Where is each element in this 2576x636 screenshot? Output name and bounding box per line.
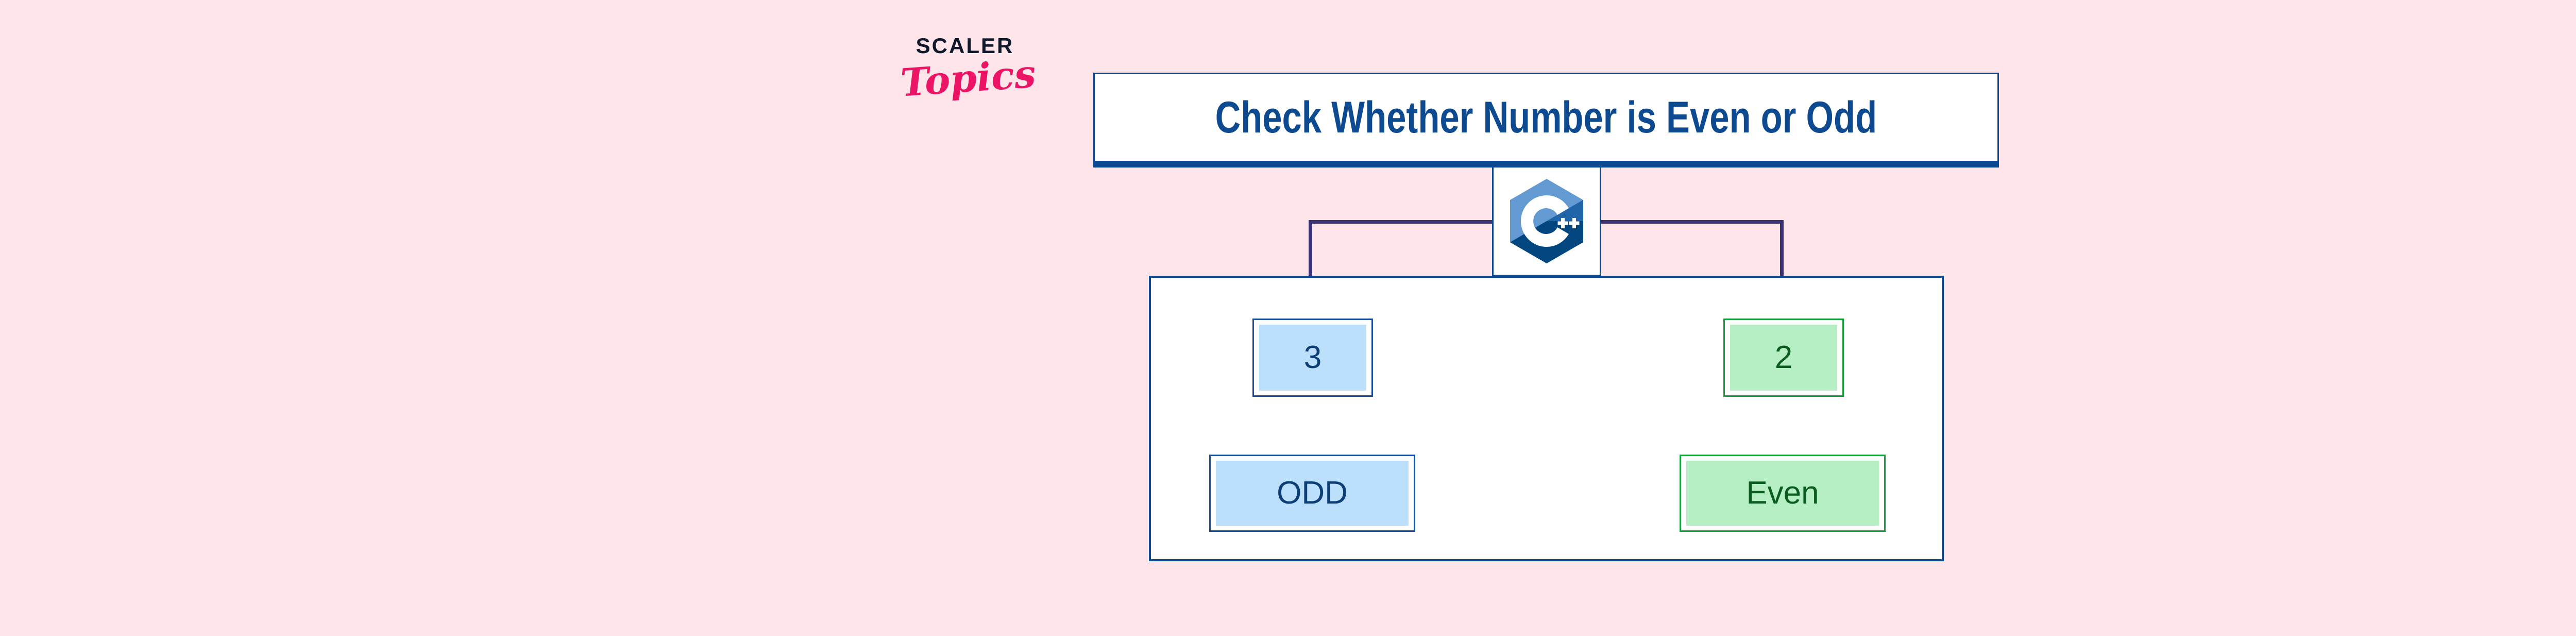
- node-input-three[interactable]: 3: [1252, 319, 1373, 397]
- node-input-three-label: 3: [1259, 325, 1366, 391]
- node-result-odd[interactable]: ODD: [1209, 455, 1415, 532]
- node-result-even-label: Even: [1686, 461, 1879, 526]
- node-result-odd-label: ODD: [1216, 461, 1409, 526]
- connector-vertical-to-two: [1780, 220, 1784, 321]
- page-title-box: Check Whether Number is Even or Odd: [1093, 73, 1999, 168]
- brand-wordmark: SCALER: [916, 34, 1014, 58]
- page-title: Check Whether Number is Even or Odd: [1215, 92, 1877, 142]
- cpp-logo-icon: [1510, 179, 1583, 263]
- node-result-even[interactable]: Even: [1680, 455, 1886, 532]
- connector-vertical-to-three: [1309, 220, 1312, 321]
- node-input-two-label: 2: [1730, 325, 1837, 391]
- node-input-two[interactable]: 2: [1723, 319, 1844, 397]
- cpp-logo-box: [1492, 168, 1601, 276]
- brand-script-mark: Topics: [899, 52, 1038, 106]
- scaler-topics-logo: SCALER Topics: [899, 34, 1038, 138]
